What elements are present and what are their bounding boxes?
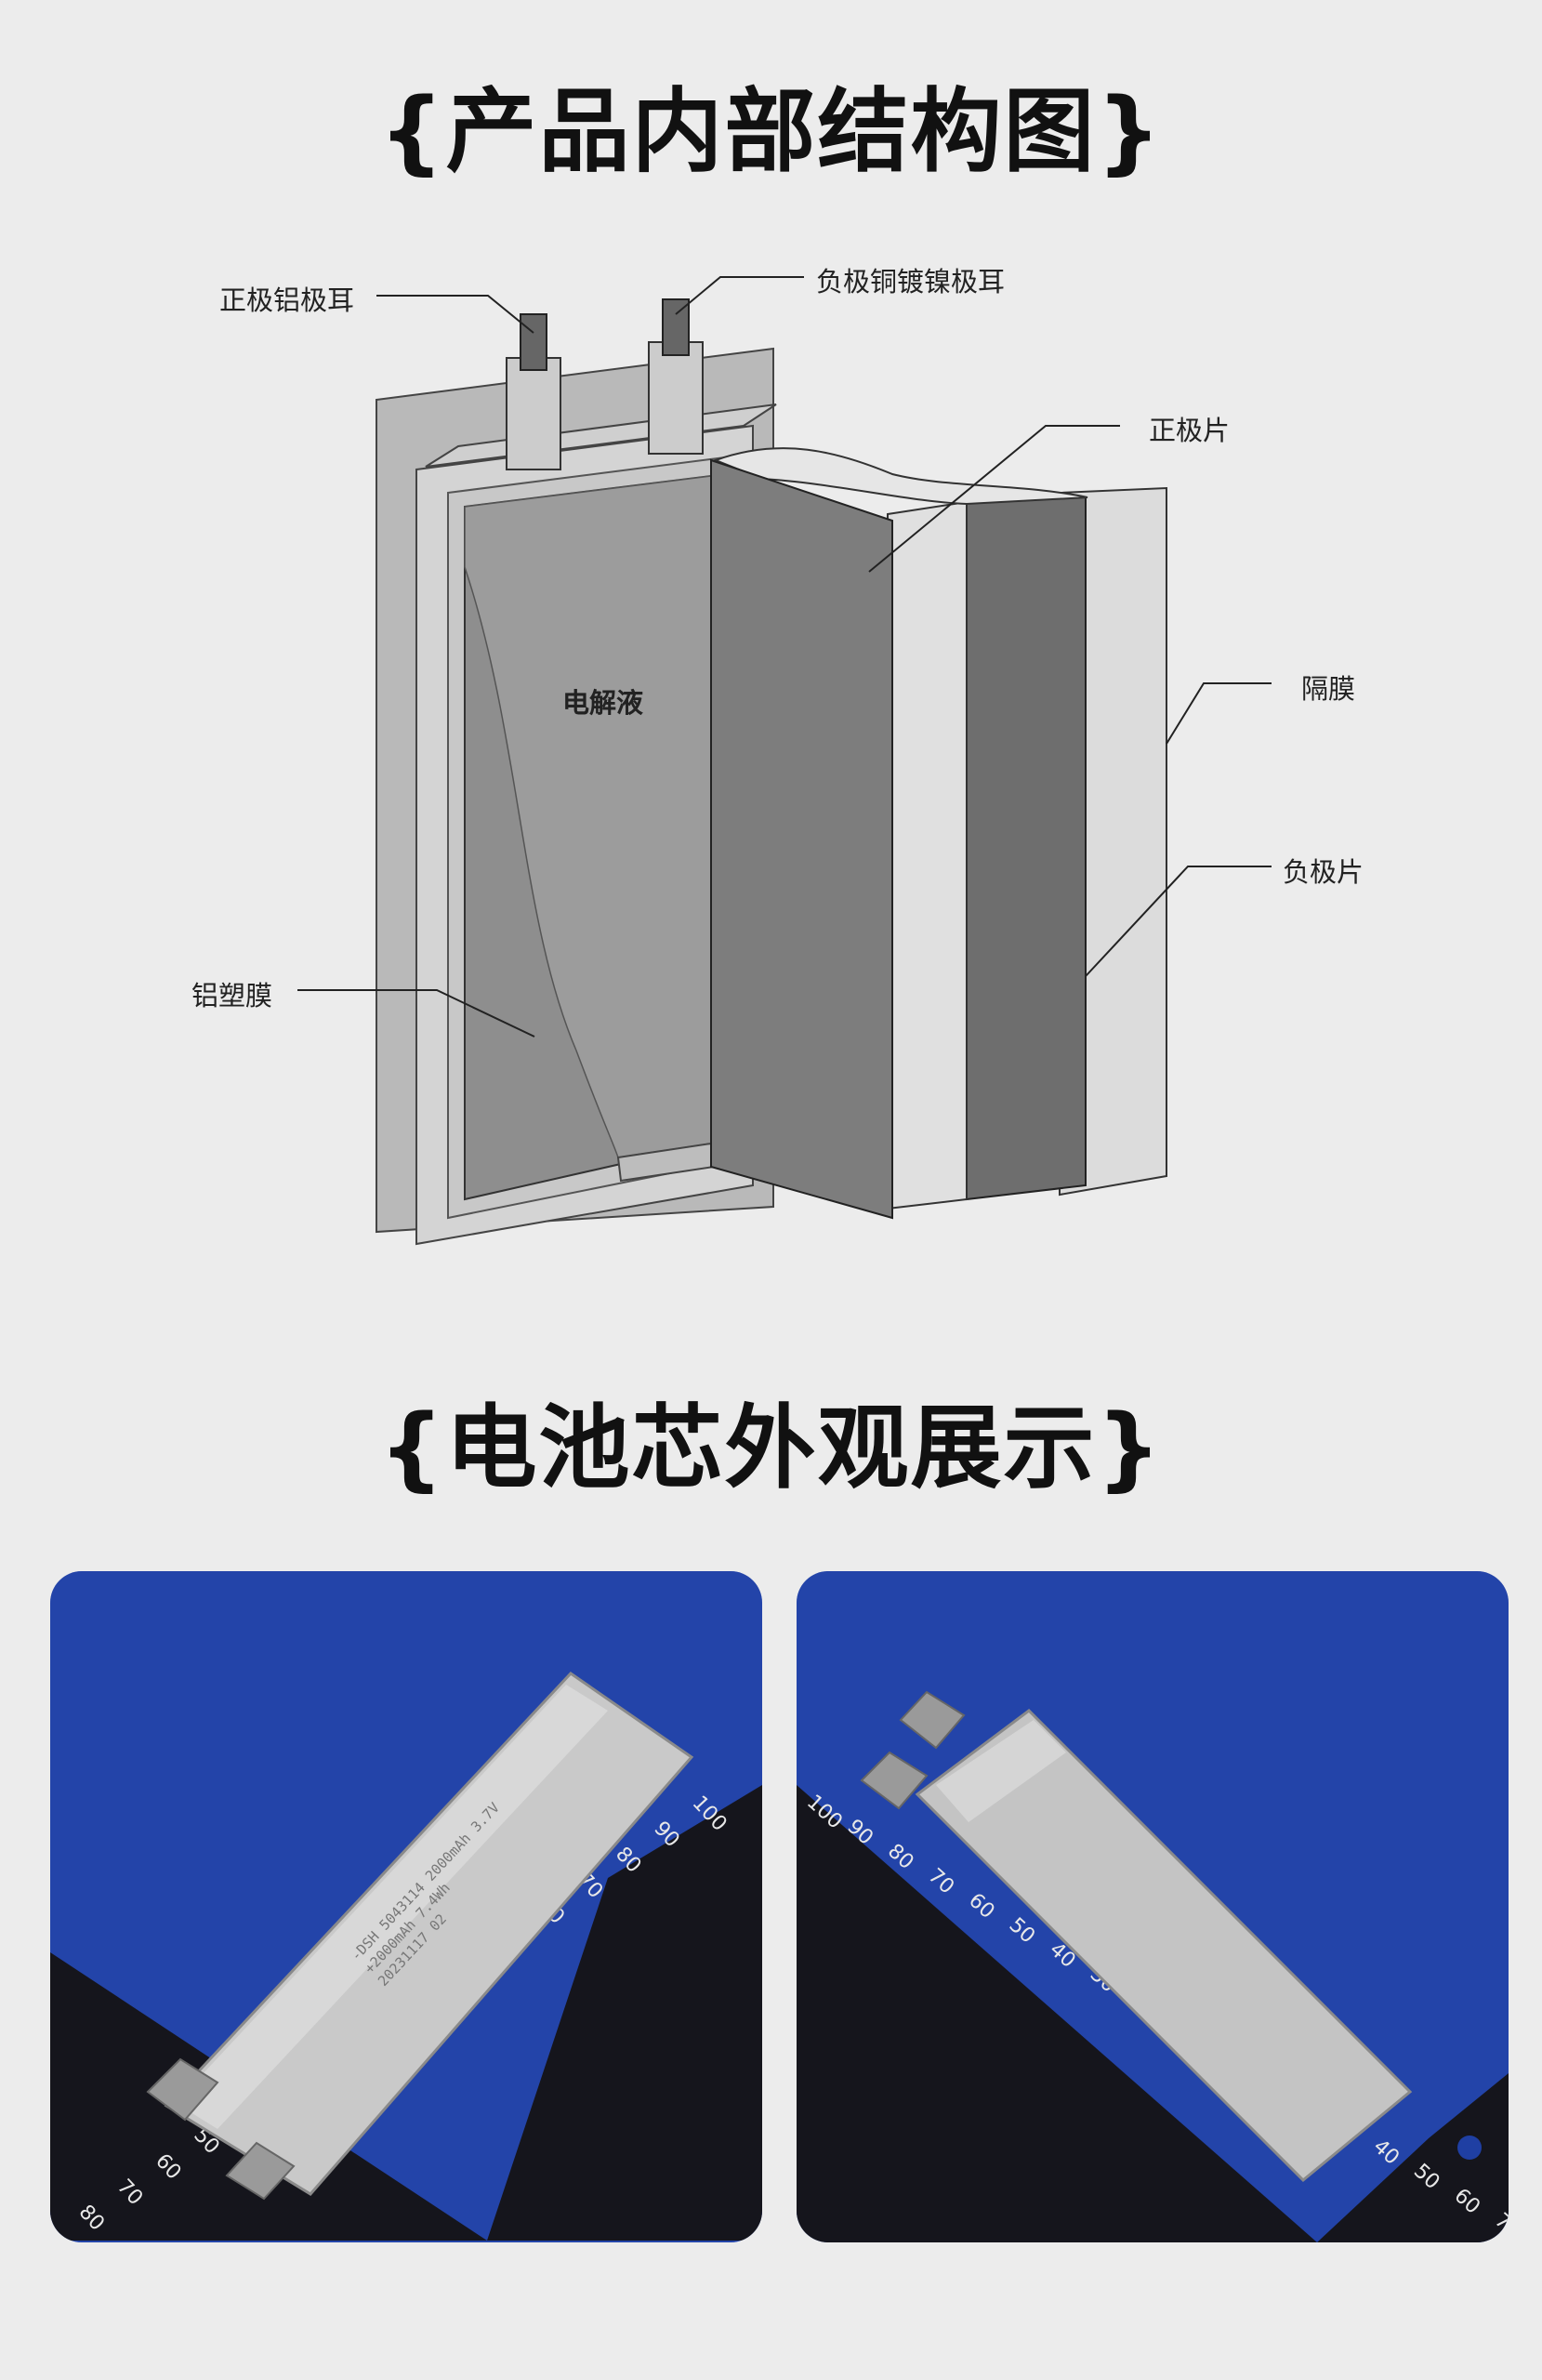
battery-cell: [146, 1672, 694, 2201]
leader-negative-sheet: [1085, 866, 1272, 977]
cell-photo-left: 10090807060504030201020304050607080 -DSH…: [50, 1571, 762, 2242]
folded-sheet: [710, 458, 893, 1220]
label-negative-sheet: 负极片: [1283, 856, 1364, 888]
electrode-stack-curl: [713, 447, 1088, 506]
label-separator: 隔膜: [1301, 673, 1356, 705]
positive-sheet: [887, 500, 968, 1210]
label-negative-tab: 负极铜镀镍极耳: [816, 266, 1006, 298]
label-pouch: 铝塑膜: [191, 980, 273, 1012]
label-positive-tab: 正极铝极耳: [219, 284, 355, 316]
label-positive-sheet: 正极片: [1149, 415, 1231, 446]
leader-positive-sheet: [868, 425, 1120, 573]
battery-structure-diagram: [297, 276, 1272, 1246]
electrolyte-wave: [464, 475, 712, 1158]
structure-title: {产品内部结构图}: [378, 79, 1164, 185]
ruler-right: [797, 1785, 1509, 2242]
ruler-hole: [1457, 2135, 1482, 2160]
label-electrolyte: 电解液: [562, 687, 644, 719]
appearance-title: {电池芯外观展示}: [378, 1395, 1164, 1501]
separator-sheet: [966, 496, 1087, 1201]
leader-separator: [1166, 682, 1272, 745]
cell-photo-right: 100908070605040302010010203040506070: [797, 1571, 1509, 2242]
negative-tab: [648, 298, 704, 455]
leader-negative-tab: [675, 276, 804, 315]
leader-pouch: [297, 989, 535, 1038]
battery-cell: [860, 1690, 1413, 2183]
leader-positive-tab: [376, 295, 534, 334]
positive-tab: [506, 313, 561, 470]
